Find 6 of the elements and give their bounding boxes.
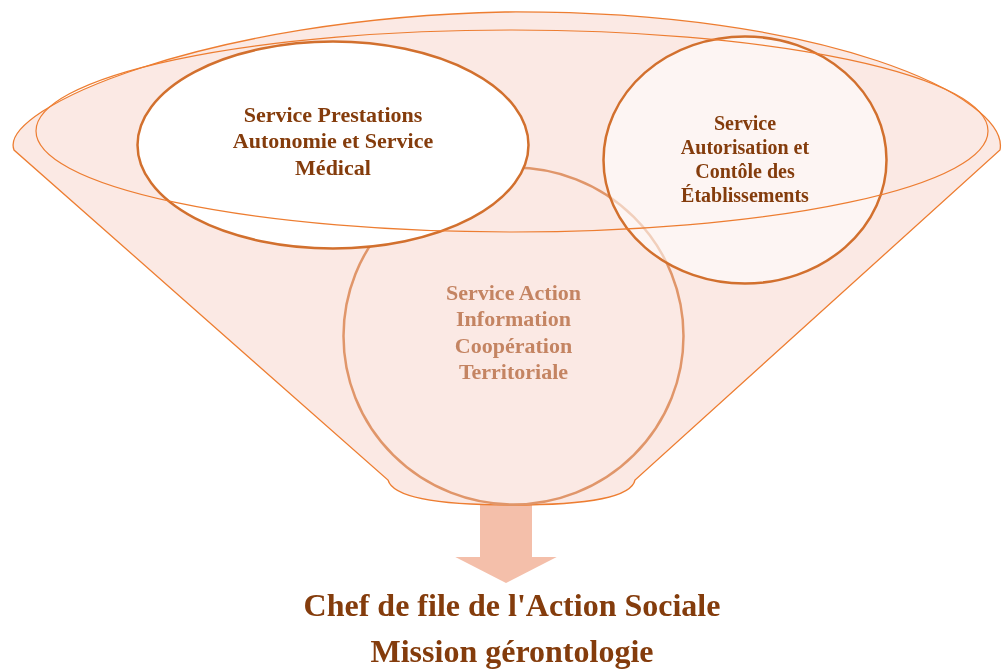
funnel-output-title: Chef de file de l'Action Sociale [302, 586, 722, 625]
service-name: Service Action Information Coopération Territoriale [445, 280, 582, 386]
arrow [455, 505, 557, 583]
service-name: Service Prestations Autonomie et Service Médical [231, 102, 435, 182]
funnel-output-subtitle: Mission gérontologie [369, 632, 655, 671]
service-name: Service Autorisation et Contôle des Établissements [679, 111, 811, 207]
